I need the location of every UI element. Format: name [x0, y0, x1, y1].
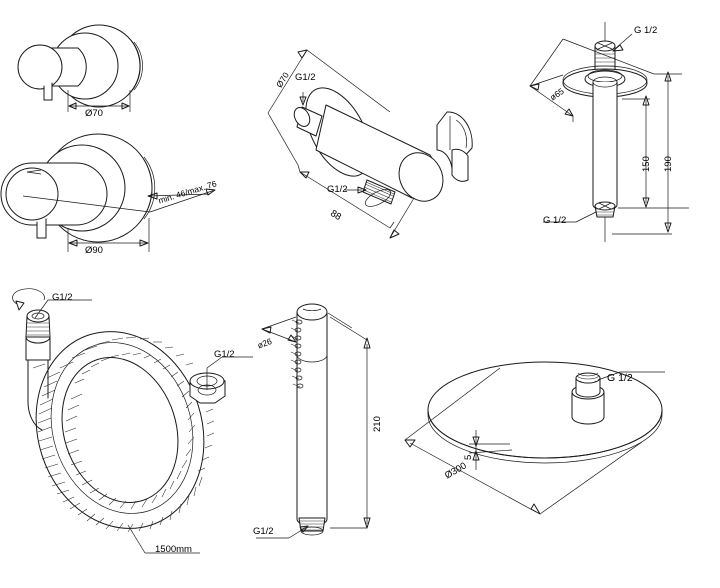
- view-concealed-valve-large: [0, 133, 216, 252]
- label-ceiling-arm-length-short: 150: [641, 156, 652, 172]
- label-valve-large-diameter: Ø90: [85, 245, 103, 256]
- hose-ribbing: [30, 336, 215, 533]
- label-hose-cone-thread: G1/2: [52, 292, 73, 303]
- view-concealed-valve-small: [17, 24, 143, 112]
- view-wall-outlet-holder: [267, 49, 473, 239]
- view-ceiling-arm: [529, 22, 689, 242]
- label-hose-length: 1500mm: [155, 544, 192, 555]
- label-hand-shower-length: 210: [372, 416, 383, 432]
- label-head-shower-thread: G 1/2: [607, 372, 633, 384]
- label-wall-outlet-inlet-thread: G1/2: [295, 72, 316, 83]
- label-hand-shower-thread: G1/2: [253, 526, 274, 537]
- view-hand-shower: [256, 303, 371, 539]
- label-wall-outlet-outlet-thread: G1/2: [327, 184, 348, 195]
- view-shower-hose: [12, 288, 253, 554]
- label-ceiling-arm-length-total: 190: [663, 156, 674, 172]
- view-head-shower: [404, 361, 665, 515]
- label-valve-small-diameter: Ø70: [85, 108, 103, 119]
- label-hose-nut-thread: G1/2: [214, 349, 235, 360]
- label-head-shower-thickness: 5: [463, 454, 474, 460]
- label-ceiling-arm-bottom-thread: G 1/2: [543, 215, 567, 226]
- label-ceiling-arm-top-thread: G 1/2: [634, 25, 658, 36]
